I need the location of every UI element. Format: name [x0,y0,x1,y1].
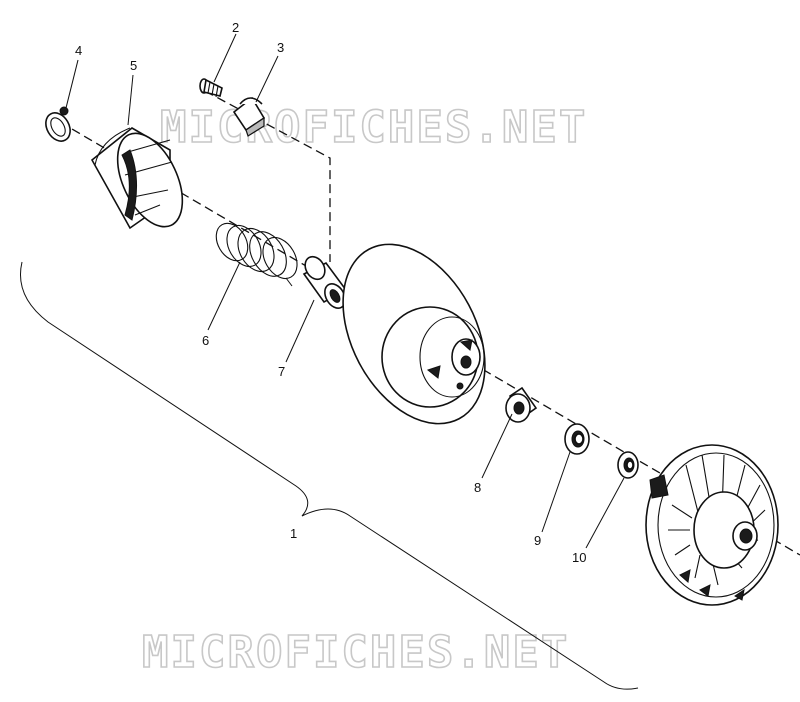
callout-leaders [65,33,625,549]
assembly-1-brace [20,261,639,690]
callout-9: 9 [534,533,541,548]
part-4-retaining-ring[interactable] [41,106,75,145]
callout-7: 7 [278,364,285,379]
part-2-screw[interactable] [199,78,223,98]
watermark-top: MICROFICHES.NET [160,102,587,153]
part-5-spider-cam[interactable] [90,123,196,236]
callout-8: 8 [474,480,481,495]
callout-5: 5 [130,58,137,73]
watermark-bottom: MICROFICHES.NET [142,627,569,678]
callout-6: 6 [202,333,209,348]
part-9-washer[interactable] [564,423,590,455]
part-10-washer[interactable] [617,451,639,479]
part-6-spring[interactable] [210,218,304,287]
callout-4: 4 [75,43,82,58]
callout-2: 2 [232,20,239,35]
callout-1: 1 [290,526,297,541]
moveable-sheave[interactable] [314,220,514,448]
part-7-bushing[interactable] [301,253,349,312]
stationary-sheave[interactable] [645,444,779,606]
callout-10: 10 [572,550,586,565]
part-3-shoe[interactable] [232,96,266,137]
callout-3: 3 [277,40,284,55]
